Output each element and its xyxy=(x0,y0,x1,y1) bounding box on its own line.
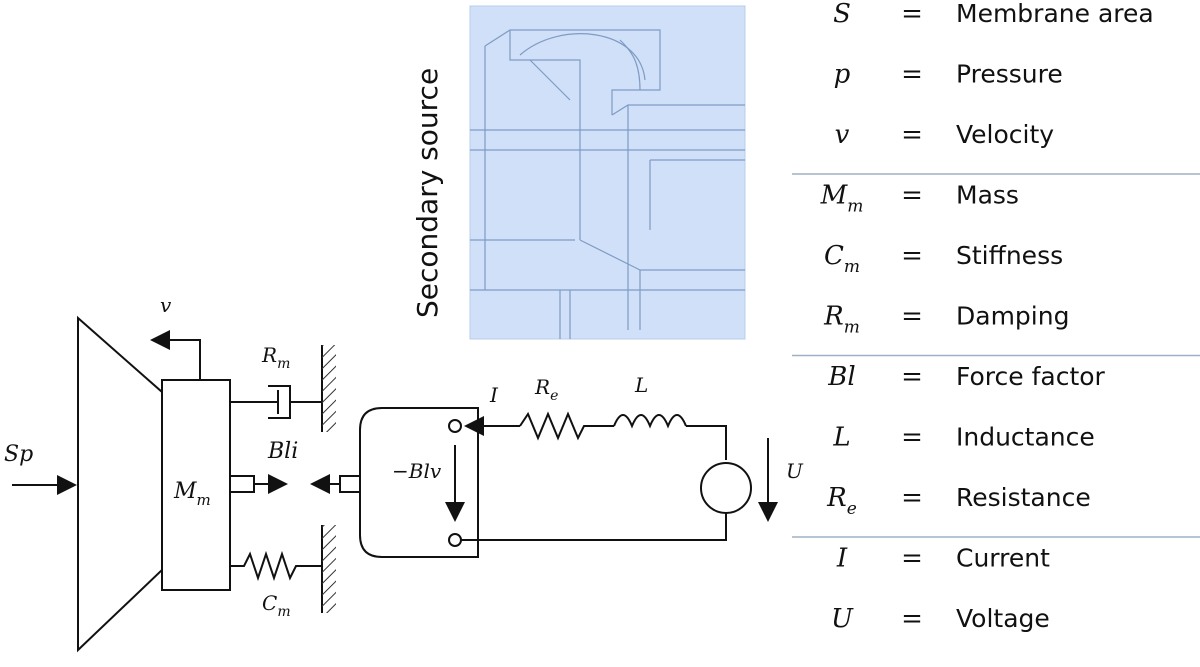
loudspeaker-diagram xyxy=(12,315,778,653)
legend-description: Velocity xyxy=(956,120,1054,149)
label-rm: Rm xyxy=(261,343,290,372)
damper-rm xyxy=(230,385,322,419)
diagram-labels: v Rm Sp Mm Bli Cm I Re L −Blv U xyxy=(4,293,804,620)
legend-equals: = xyxy=(901,544,923,574)
legend-description: Inductance xyxy=(956,423,1095,452)
legend-equals: = xyxy=(901,120,923,150)
legend-equals: = xyxy=(901,0,923,29)
legend-equals: = xyxy=(901,423,923,453)
legend-equals: = xyxy=(901,181,923,211)
legend-description: Resistance xyxy=(956,483,1091,512)
cad-render xyxy=(469,5,746,340)
resistor-re xyxy=(519,411,614,441)
terminal-top xyxy=(448,419,462,433)
legend-description: Force factor xyxy=(956,362,1106,391)
cad-wireframe xyxy=(470,29,745,339)
label-u: U xyxy=(786,459,804,483)
circuit-wire-return xyxy=(461,513,727,541)
speaker-cone xyxy=(77,315,163,653)
label-blv: −Blv xyxy=(392,459,442,483)
legend-equals: = xyxy=(901,483,923,513)
circuit-wire xyxy=(686,425,727,460)
legend-description: Membrane area xyxy=(956,0,1154,28)
legend-symbol: Re xyxy=(826,483,857,519)
bli-actuator xyxy=(229,475,255,493)
blv-actuator xyxy=(339,475,361,493)
secondary-source-label: Secondary source xyxy=(411,68,444,318)
legend-symbol: Mm xyxy=(820,181,864,217)
legend-description: Current xyxy=(956,544,1050,573)
legend-description: Stiffness xyxy=(956,241,1063,270)
label-cm: Cm xyxy=(262,591,291,620)
label-v: v xyxy=(160,293,172,317)
voltage-source xyxy=(700,462,752,514)
label-i: I xyxy=(489,383,499,407)
label-sp: Sp xyxy=(4,442,33,467)
legend-symbol: Cm xyxy=(824,241,860,277)
legend-equals: = xyxy=(901,604,923,634)
inductor-l xyxy=(613,414,687,429)
label-re: Re xyxy=(534,375,558,404)
legend-description: Damping xyxy=(956,302,1069,331)
legend-equals: = xyxy=(901,362,923,392)
label-bli: Bli xyxy=(267,439,298,464)
label-mm: Mm xyxy=(173,479,211,509)
legend-equals: = xyxy=(901,60,923,90)
legend-equals: = xyxy=(901,241,923,271)
label-l: L xyxy=(634,373,648,397)
legend-equals: = xyxy=(901,302,923,332)
legend-symbol: L xyxy=(832,423,850,453)
secondary-source-panel: Secondary source xyxy=(411,5,746,340)
legend-symbol: I xyxy=(836,544,848,574)
legend-symbol: U xyxy=(831,604,854,634)
legend-description: Mass xyxy=(956,181,1019,210)
legend-description: Voltage xyxy=(956,604,1050,633)
wall-hatch-upper xyxy=(322,345,336,432)
wall-hatch-lower xyxy=(322,525,336,613)
legend-symbol: Bl xyxy=(827,362,855,392)
terminal-bottom xyxy=(448,533,462,547)
legend-symbol: S xyxy=(833,0,851,29)
legend-symbol: v xyxy=(835,120,850,150)
velocity-arrow xyxy=(150,330,201,380)
legend-description: Pressure xyxy=(956,60,1063,89)
legend-symbol: p xyxy=(834,60,851,90)
legend-symbol: Rm xyxy=(823,302,860,338)
spring-cm xyxy=(230,550,322,582)
